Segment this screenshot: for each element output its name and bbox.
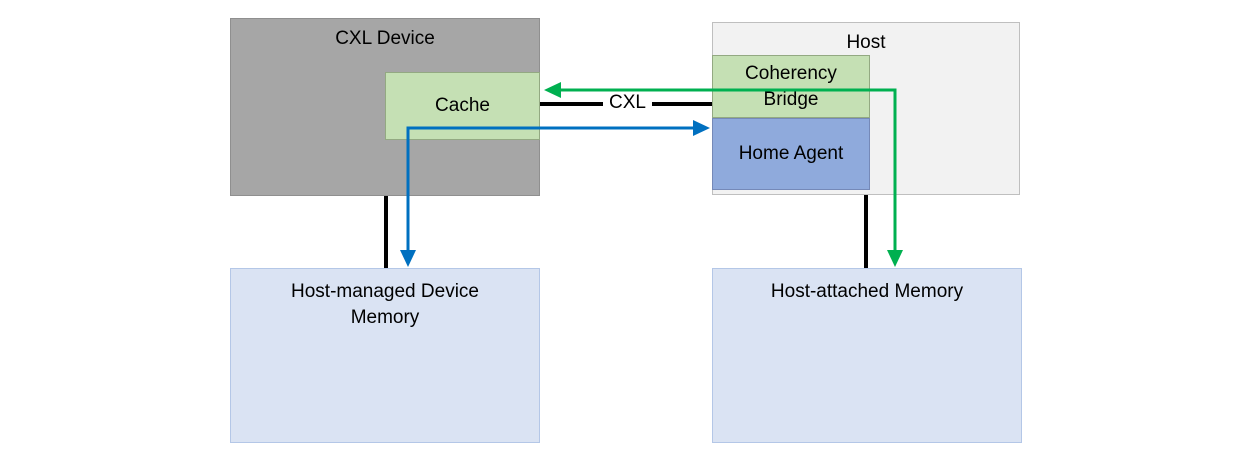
host-managed-device-memory-label: Host-managed Device Memory: [291, 281, 479, 328]
cxl-device-label: CXL Device: [335, 28, 435, 49]
coherency-bridge-box: Coherency Bridge: [712, 55, 870, 118]
green-arrowhead-to-host-attached-memory: [887, 250, 903, 267]
green-arrowhead-to-cache: [544, 82, 561, 98]
home-agent-label: Home Agent: [738, 143, 844, 164]
cache-label: Cache: [435, 95, 490, 116]
blue-arrowhead-to-device-memory: [400, 250, 416, 267]
host-attached-memory-label: Host-attached Memory: [770, 281, 964, 302]
host-label: Host: [846, 32, 886, 53]
host-managed-device-memory-box: Host-managed Device Memory: [230, 268, 540, 443]
cache-box: Cache: [385, 72, 540, 140]
coherency-bridge-label: Coherency Bridge: [745, 62, 837, 110]
host-attached-memory-box: Host-attached Memory: [712, 268, 1022, 443]
blue-arrowhead-to-home-agent: [693, 120, 710, 136]
home-agent-box: Home Agent: [712, 118, 870, 190]
cxl-link-label: CXL: [603, 92, 652, 114]
